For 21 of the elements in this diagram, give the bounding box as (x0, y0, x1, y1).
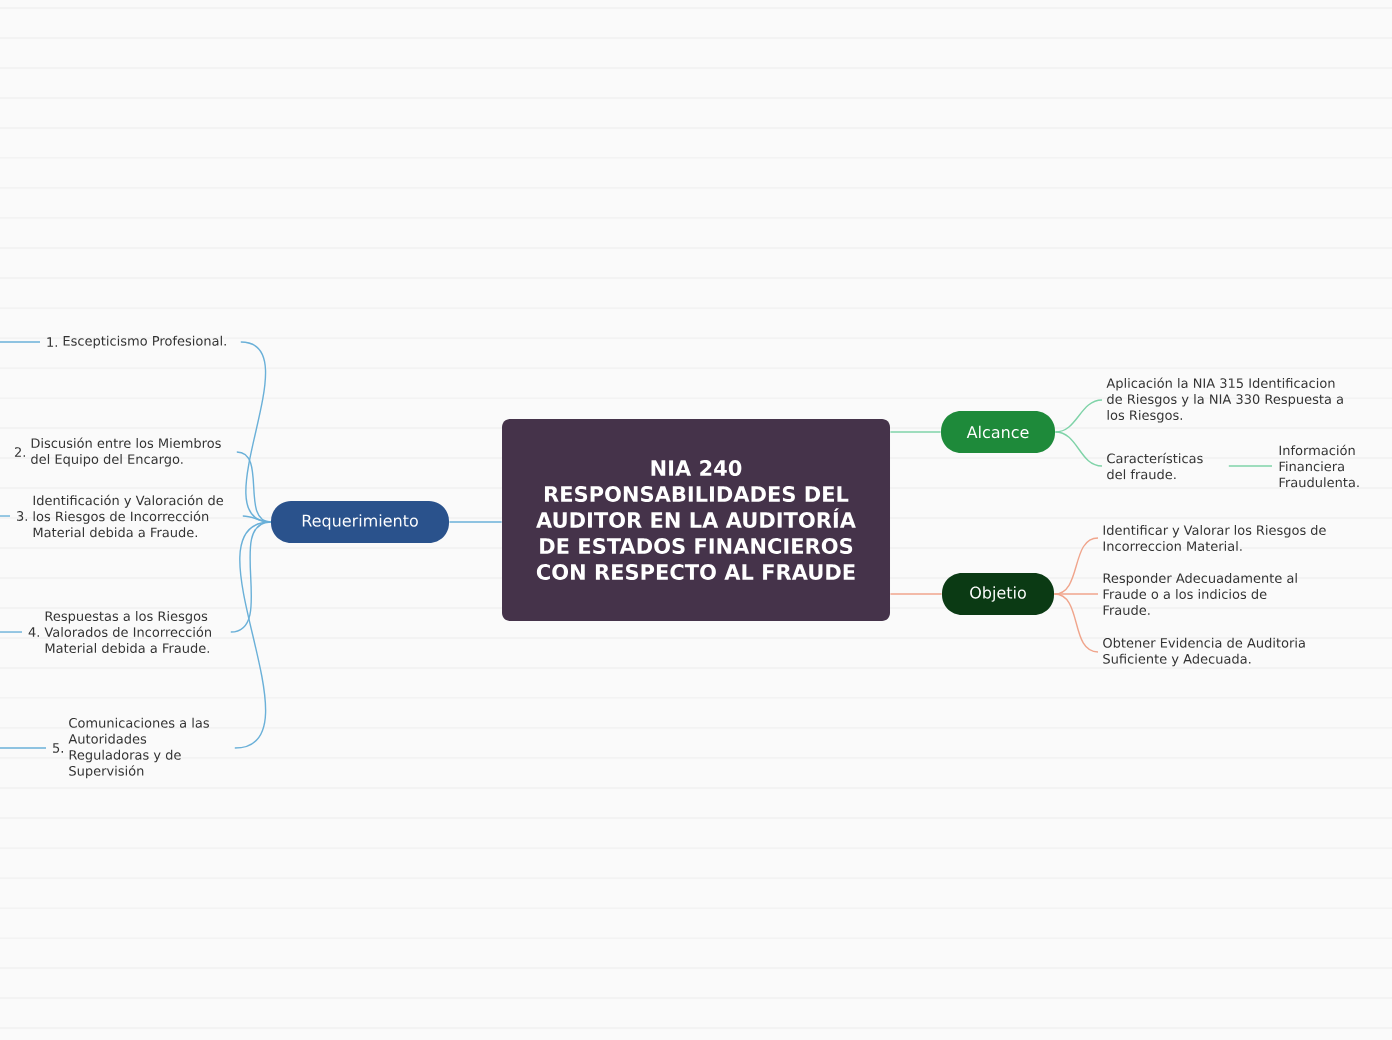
connector-line (1054, 399, 1103, 433)
connector-line (240, 341, 272, 523)
connector-line (0, 747, 47, 749)
connector-line (236, 451, 272, 523)
branch-pill: Requerimiento (271, 501, 449, 543)
connector-line (889, 431, 942, 433)
connector-line (1054, 431, 1103, 467)
connector-line (1228, 465, 1273, 467)
connector-line (234, 521, 272, 749)
connector-line (0, 341, 41, 343)
topic-box: NIA 240 RESPONSABILIDADES DEL AUDITOR EN LA AUDITORÍA DE ESTADOS FINANCIEROS CON RESPECTO AL FRAUDE (502, 419, 890, 621)
branch-pill: Alcance (941, 411, 1055, 453)
connector-line (0, 631, 23, 633)
connector-line (1053, 593, 1099, 653)
connector-line (242, 515, 272, 523)
connector-line (448, 521, 503, 523)
connector-line (0, 515, 11, 517)
connector-line (889, 593, 943, 595)
branch-pill: Objetio (942, 573, 1054, 615)
connector-line (1053, 537, 1099, 595)
connector-line (1053, 593, 1099, 595)
